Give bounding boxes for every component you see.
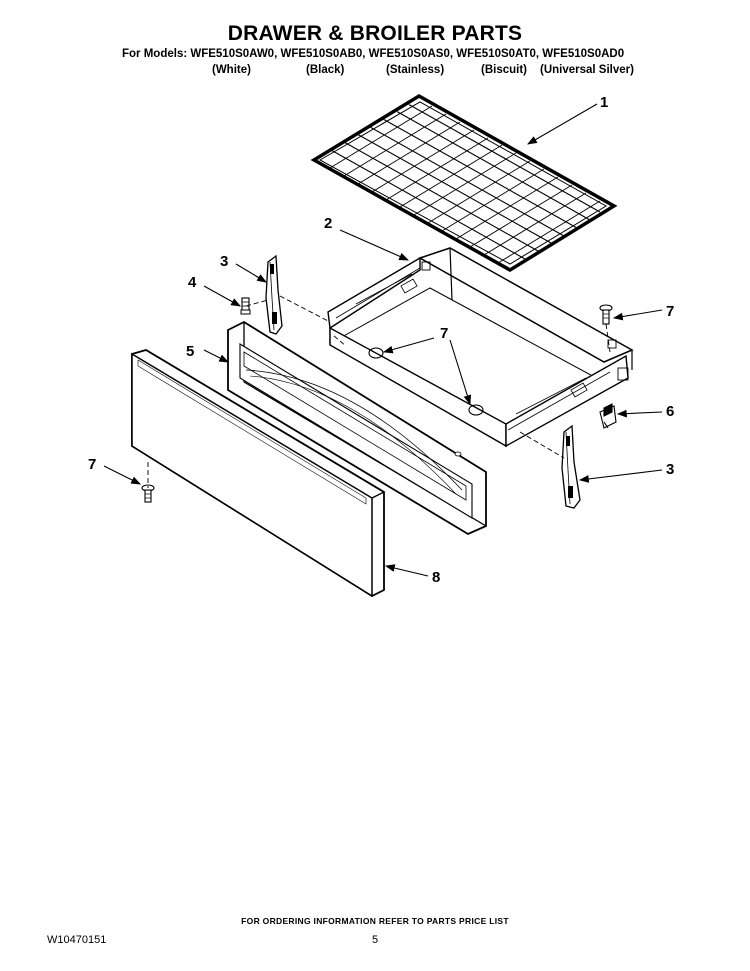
ordering-note: FOR ORDERING INFORMATION REFER TO PARTS … [241, 916, 509, 926]
callout-2-drawer-body: 2 [324, 215, 332, 232]
callout-5-inner-panel: 5 [186, 343, 194, 360]
color-label-biscuit: (Biscuit) [481, 64, 527, 76]
drawer-front [131, 349, 385, 598]
document-number: W10470151 [47, 934, 107, 946]
callout-4-stud: 4 [188, 274, 197, 291]
color-label-universal-silver: (Universal Silver) [540, 64, 634, 76]
callout-1-rack: 1 [600, 94, 608, 111]
alignment-lines [147, 295, 611, 488]
color-label-black: (Black) [306, 64, 345, 76]
stud [240, 297, 251, 315]
bracket [599, 403, 617, 429]
color-labels: (White) (Black) (Stainless) (Biscuit) (U… [0, 64, 750, 80]
drawer-glide-right [561, 424, 581, 509]
callout-8-drawer-front: 8 [432, 569, 440, 586]
models-line: For Models: WFE510S0AW0, WFE510S0AB0, WF… [122, 48, 625, 60]
callout-7-screw-left: 7 [88, 456, 96, 473]
page-title: DRAWER & BROILER PARTS [227, 22, 523, 45]
drawer-glide-left [265, 254, 283, 335]
callout-7-screw-center: 7 [440, 325, 448, 342]
color-label-white: (White) [212, 64, 251, 76]
screw-right [599, 304, 613, 325]
callout-6-bracket: 6 [666, 403, 674, 420]
inner-drawer-panel [227, 320, 487, 536]
drawer-body [327, 247, 634, 448]
broiler-rack [310, 93, 618, 273]
callout-3-glide-left: 3 [220, 253, 228, 270]
callout-7-screw-right: 7 [666, 303, 674, 320]
page-number: 5 [372, 934, 379, 946]
callout-3-glide-right: 3 [666, 461, 674, 478]
color-label-stainless: (Stainless) [386, 64, 445, 76]
leader-arrows [103, 103, 663, 577]
